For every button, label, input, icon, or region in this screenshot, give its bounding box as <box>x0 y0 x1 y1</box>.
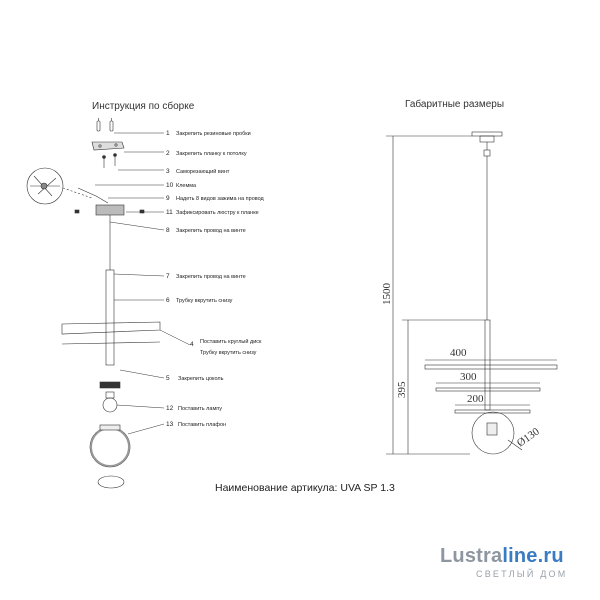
step-label: Клемма <box>176 183 197 189</box>
body-height-label: 395 <box>396 381 408 398</box>
step-number: 9 <box>166 195 170 202</box>
article-name: Наименование артикула: UVA SP 1.3 <box>215 482 395 494</box>
wire-clamp-icon <box>77 187 109 204</box>
step-number: 8 <box>166 227 170 234</box>
disc-large-label: 400 <box>450 347 467 359</box>
step-label: Надеть 8 видов зажима на провод <box>176 196 265 202</box>
ceiling-plate-icon <box>471 131 503 137</box>
step-number: 2 <box>166 150 170 157</box>
step-number: 7 <box>166 273 170 280</box>
step-label: Саморезающий винт <box>176 168 230 175</box>
logo-part-1: Lustra <box>440 545 503 567</box>
step-number: 11 <box>166 209 173 216</box>
logo-part-2: line.ru <box>502 545 564 567</box>
mounting-plate-icon <box>91 141 125 151</box>
globe-shade-icon <box>471 411 515 455</box>
step-label: Поставить плафон <box>178 422 226 428</box>
logo-slogan: СВЕТЛЫЙ ДОМ <box>476 569 568 579</box>
step-number: 6 <box>166 297 170 304</box>
step-label: Закрепить провод на винте <box>176 228 246 234</box>
socket-base-icon <box>99 381 121 389</box>
globe-shade-icon <box>89 424 131 468</box>
step-label: Зафиксировать люстру к планке <box>176 210 259 216</box>
disc-large-icon <box>424 364 558 370</box>
step-number: 1 <box>166 130 170 137</box>
disc-small-label: 200 <box>467 393 484 405</box>
ring-icon <box>97 475 125 489</box>
disc-lower-icon <box>61 341 161 345</box>
assembly-heading: Инструкция по сборке <box>92 101 195 112</box>
screws-icon <box>102 153 117 168</box>
disc-medium-label: 300 <box>460 371 477 383</box>
rubber-plugs-icon <box>96 118 114 132</box>
shade-diameter-label: Ø130 <box>515 425 542 449</box>
rod-icon <box>105 269 115 366</box>
step-label: Трубку вкрутить снизу <box>200 350 257 356</box>
step-label: Закрепить планку к потолку <box>176 151 247 157</box>
step-label: Поставить лампу <box>178 406 222 412</box>
lamp-bulb-icon <box>486 422 498 436</box>
step-label: Закрепить цоколь <box>178 376 224 382</box>
step-label: Закрепить резиновые пробки <box>176 131 251 137</box>
lustraline-logo: Lustraline.ru СВЕТЛЫЙ ДОМ <box>440 545 565 579</box>
step-number: 13 <box>166 421 174 428</box>
step-label: Закрепить провод на винте <box>176 274 246 280</box>
terminal-detail-icon <box>26 167 93 205</box>
disc-medium-icon <box>435 387 541 392</box>
step-number: 4 <box>190 341 194 348</box>
step-labels: 1 Закрепить резиновые пробки 2 Закрепить… <box>166 130 265 428</box>
dimensions-heading: Габаритные размеры <box>405 99 505 110</box>
step-number: 10 <box>166 182 174 189</box>
step-label: Трубку вкрутить снизу <box>176 298 233 304</box>
disc-small-icon <box>454 409 531 414</box>
step-number: 3 <box>166 168 170 175</box>
step-label: Поставить круглый диск <box>200 338 262 345</box>
step-number: 5 <box>166 375 170 382</box>
canopy-icon <box>479 135 495 143</box>
step-number: 12 <box>166 405 174 412</box>
total-height-label: 1500 <box>381 283 393 306</box>
